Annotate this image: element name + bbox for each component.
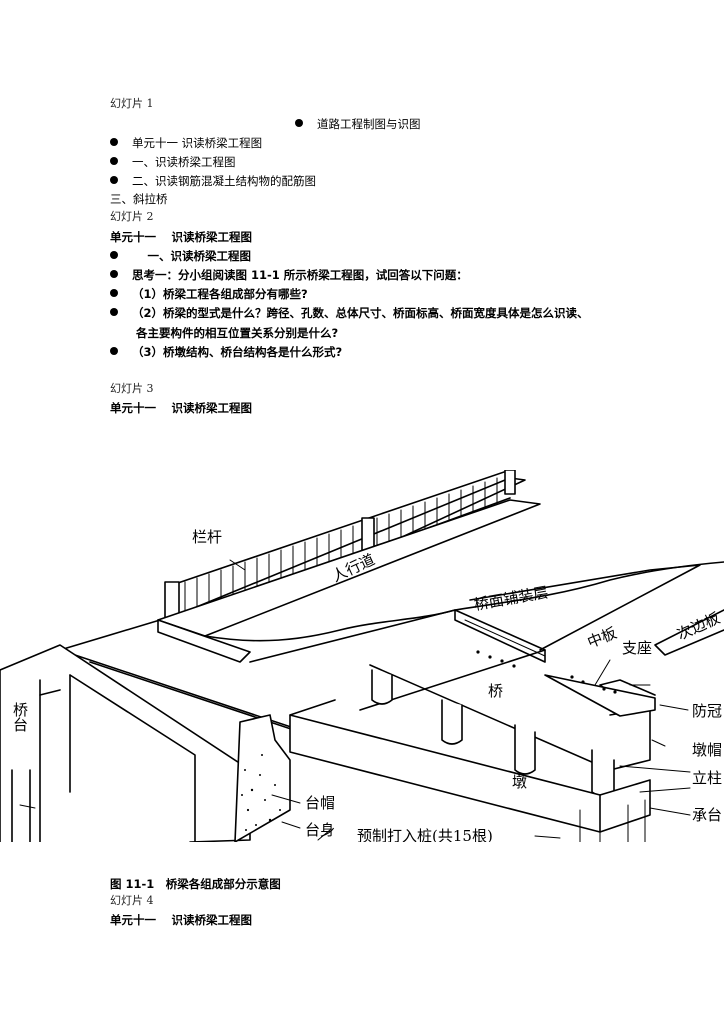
bullet-text: 一、识读桥梁工程图	[132, 249, 252, 263]
list-item: 二、识读钢筋混凝土结构物的配筋图	[110, 173, 316, 189]
continuation-line: 各主要构件的相互位置关系分别是什么?	[136, 326, 339, 340]
bullet-dot-icon	[110, 176, 118, 184]
bullet-text: 一、识读桥梁工程图	[132, 155, 236, 169]
label-edge-slab: 次边板	[674, 609, 722, 644]
extra-line: 三、斜拉桥	[110, 192, 168, 206]
bullet-dot-icon	[110, 251, 118, 259]
list-item: 一、识读桥梁工程图	[110, 154, 236, 170]
slide4-heading: 幻灯片 4	[110, 894, 154, 907]
label-middle-slab: 中板	[585, 624, 620, 652]
label-pier: 墩	[512, 773, 527, 791]
bullet-dot-icon	[110, 347, 118, 355]
bullet-dot-icon	[110, 289, 118, 297]
slide2-heading: 幻灯片 2	[110, 210, 154, 223]
label-piles: 预制打入桩(共15根)	[357, 827, 493, 842]
slide1-heading: 幻灯片 1	[110, 97, 154, 110]
bullet-text: 思考一：分小组阅读图 11-1 所示桥梁工程图，试回答以下问题：	[132, 268, 468, 282]
label-abutment-cap: 台帽	[305, 794, 335, 812]
list-item: 思考一：分小组阅读图 11-1 所示桥梁工程图，试回答以下问题：	[110, 267, 468, 283]
label-bearing: 支座	[622, 639, 652, 657]
bullet-text: 单元十一 识读桥梁工程图	[132, 136, 263, 150]
label-bridge: 桥	[488, 682, 503, 700]
list-item: 一、识读桥梁工程图	[110, 248, 251, 264]
bridge-drawing: 栏杆 人行道 桥面铺装层 中板 次边板 支座 桥 防冠 墩帽 立柱 承台 墩 桥…	[0, 470, 724, 842]
unit-title: 单元十一 识读桥梁工程图	[110, 401, 253, 415]
bullet-dot-icon	[295, 119, 303, 127]
centered-bullet: 道路工程制图与识图	[295, 116, 421, 132]
label-abutment: 桥台	[11, 702, 29, 732]
bullet-text: 二、识读钢筋混凝土结构物的配筋图	[132, 174, 316, 188]
bullet-dot-icon	[110, 270, 118, 278]
list-item: 单元十一 识读桥梁工程图	[110, 135, 262, 151]
unit-title: 单元十一 识读桥梁工程图	[110, 230, 253, 244]
bridge-figure: 栏杆 人行道 桥面铺装层 中板 次边板 支座 桥 防冠 墩帽 立柱 承台 墩 桥…	[0, 470, 724, 842]
label-railing: 栏杆	[192, 528, 222, 546]
bullet-text: （1）桥梁工程各组成部分有哪些?	[132, 287, 308, 301]
label-pier-cap: 墩帽	[692, 741, 722, 759]
list-item: （1）桥梁工程各组成部分有哪些?	[110, 286, 308, 302]
label-deck-pavement: 桥面铺装层	[473, 583, 550, 614]
bullet-text: （2）桥梁的型式是什么？跨径、孔数、总体尺寸、桥面标高、桥面宽度具体是怎么识读、	[132, 306, 589, 320]
list-item: （2）桥梁的型式是什么？跨径、孔数、总体尺寸、桥面标高、桥面宽度具体是怎么识读、	[110, 305, 589, 321]
unit-title: 单元十一 识读桥梁工程图	[110, 913, 253, 927]
label-footing: 承台	[692, 806, 722, 824]
label-guard: 防冠	[692, 702, 722, 720]
bullet-dot-icon	[110, 157, 118, 165]
label-column: 立柱	[692, 769, 722, 787]
bullet-text: 道路工程制图与识图	[317, 117, 421, 131]
list-item: （3）桥墩结构、桥台结构各是什么形式?	[110, 344, 342, 360]
bullet-text: （3）桥墩结构、桥台结构各是什么形式?	[132, 345, 343, 359]
bullet-dot-icon	[110, 308, 118, 316]
bullet-dot-icon	[110, 138, 118, 146]
slide3-heading: 幻灯片 3	[110, 382, 154, 395]
figure-caption: 图 11-1 桥梁各组成部分示意图	[110, 877, 281, 891]
label-abutment-body: 台身	[305, 821, 335, 839]
